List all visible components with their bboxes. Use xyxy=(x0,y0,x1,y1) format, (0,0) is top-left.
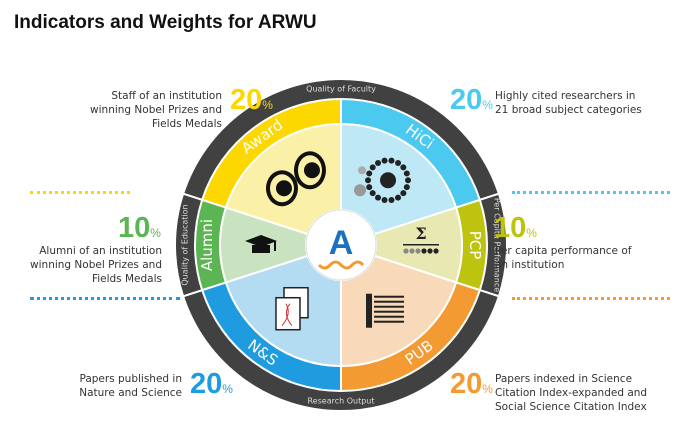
alumni-label: Alumni xyxy=(198,219,216,271)
divider-alumni-ns xyxy=(30,297,180,300)
person-node xyxy=(366,170,373,177)
person-node xyxy=(400,190,407,197)
researcher-network-icon xyxy=(354,157,412,203)
person-dot xyxy=(421,248,427,254)
head-icon xyxy=(303,162,320,179)
person-node xyxy=(405,177,412,184)
head-icon xyxy=(275,180,292,197)
nobel-laureates-icon xyxy=(265,151,326,207)
tassel xyxy=(274,241,276,251)
person-node xyxy=(365,177,372,184)
criterion-label: Quality of Faculty xyxy=(306,85,376,94)
person-dot xyxy=(409,248,415,254)
divider-pcp-pub xyxy=(512,297,670,300)
person-node xyxy=(366,184,373,191)
criterion-label: Research Output xyxy=(307,397,374,406)
person-dot xyxy=(415,248,421,254)
person-node xyxy=(388,157,395,164)
person-node xyxy=(403,170,410,177)
fraction-bar xyxy=(403,244,439,246)
alumni-description: Alumni of an institution winning Nobel P… xyxy=(30,245,162,285)
criterion-label: Quality of Education xyxy=(181,204,190,285)
alumni-weight: 10% xyxy=(118,212,161,244)
award-description: Staff of an institution winning Nobel Pr… xyxy=(90,90,222,130)
person-node xyxy=(395,194,402,201)
person-node xyxy=(354,184,367,197)
arwu-logo: A xyxy=(329,224,354,262)
paper-line xyxy=(374,315,405,318)
person-node xyxy=(369,164,376,171)
ns-description: Papers published in Nature and Science xyxy=(79,373,182,399)
person-node xyxy=(400,164,407,171)
paper-line xyxy=(374,310,405,313)
person-center xyxy=(380,172,397,189)
press-post xyxy=(366,293,373,328)
person-node xyxy=(358,166,367,175)
person-node xyxy=(375,194,382,201)
person-dot xyxy=(433,248,439,254)
pub-description: Papers indexed in Science Citation Index… xyxy=(495,373,648,413)
divider-hici-pcp xyxy=(512,191,670,194)
papers-press-icon xyxy=(366,293,405,328)
divider-award-alumni xyxy=(30,191,130,194)
person-dot xyxy=(403,248,409,254)
ns-weight: 20% xyxy=(190,368,233,400)
pcp-label: PCP xyxy=(466,231,484,260)
person-node xyxy=(403,184,410,191)
person-node xyxy=(388,196,395,203)
pcp-weight: 10% xyxy=(494,212,537,244)
cap-base xyxy=(252,245,270,253)
pub-weight: 20% xyxy=(450,368,493,400)
logo-wave xyxy=(317,260,365,270)
person-node xyxy=(395,159,402,166)
paper-line xyxy=(374,295,405,298)
person-node xyxy=(369,190,376,197)
journals-icon xyxy=(275,286,309,331)
sigma-people-icon: Σ xyxy=(403,224,439,254)
person-node xyxy=(375,159,382,166)
award-weight: 20% xyxy=(230,84,273,116)
paper-line xyxy=(374,320,405,323)
paper-line xyxy=(374,300,405,303)
pcp-description: Per capita performance of an institution xyxy=(495,245,632,271)
criterion-label: Per Capita Performance xyxy=(493,198,502,292)
person-dot xyxy=(427,248,433,254)
person-node xyxy=(381,157,388,164)
sigma-glyph: Σ xyxy=(415,224,426,243)
cap-top xyxy=(245,235,277,247)
dna-icon xyxy=(281,303,293,327)
page-title: Indicators and Weights for ARWU xyxy=(14,12,317,33)
hici-weight: 20% xyxy=(450,84,493,116)
person-node xyxy=(381,196,388,203)
paper-line xyxy=(374,305,405,308)
hici-description: Highly cited researchers in 21 broad sub… xyxy=(495,90,642,116)
graduation-cap-icon xyxy=(245,235,277,253)
